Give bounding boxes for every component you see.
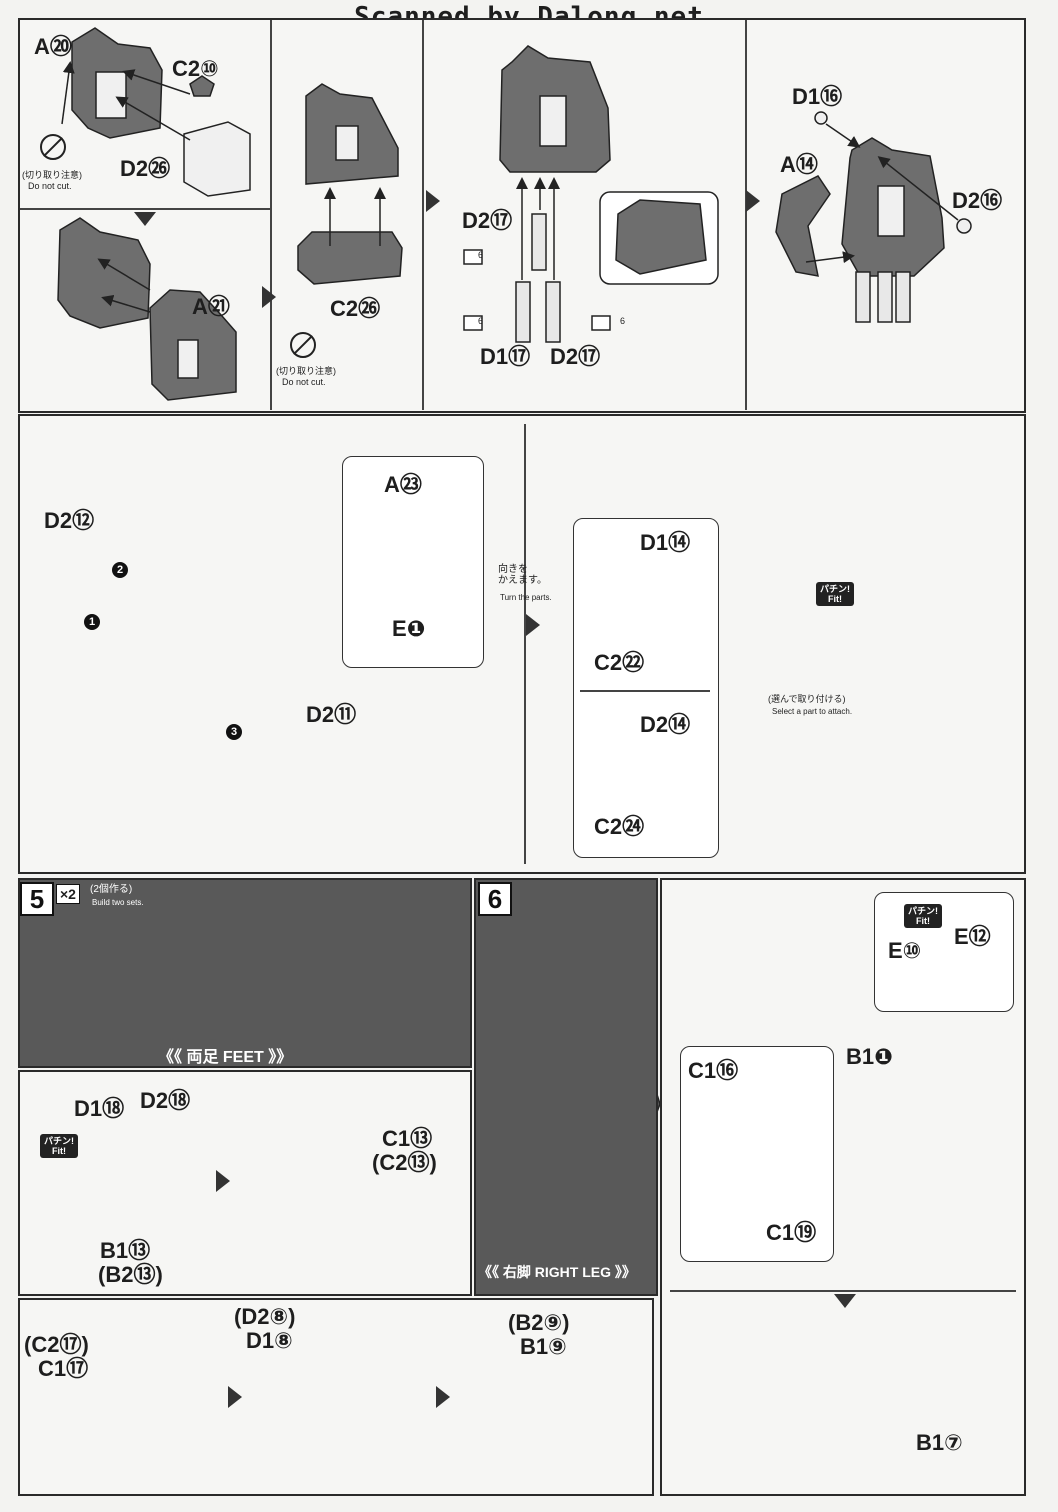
part-label: C2⑩ xyxy=(172,56,219,81)
right-arrow-icon xyxy=(436,1386,450,1408)
feet-banner: 《《 両足 FEET 》》 xyxy=(158,1049,293,1066)
part-label: C2㉖ xyxy=(330,296,381,321)
part-label: (D2⑧) xyxy=(234,1304,296,1329)
divider xyxy=(745,20,747,410)
part-label: C1⑲ xyxy=(766,1220,817,1245)
part-label: D2⑰ xyxy=(462,208,513,233)
part-label: A⑭ xyxy=(780,152,818,177)
callout-bubble xyxy=(342,456,484,668)
select-note-jp: (選んで取り付ける) xyxy=(768,694,846,704)
part-label: D1⑯ xyxy=(792,84,843,109)
hand-options-box xyxy=(573,518,719,858)
part-label: (B2⑨) xyxy=(508,1310,570,1335)
part-label: E⑫ xyxy=(954,924,991,949)
select-note-en: Select a part to attach. xyxy=(772,707,853,716)
cut-note-jp: (切り取り注意) xyxy=(22,170,82,180)
right-arrow-icon xyxy=(228,1386,242,1408)
right-arrow-icon xyxy=(526,614,540,636)
right-arrow-icon xyxy=(216,1170,230,1192)
step-number-badge: 6 xyxy=(478,882,512,916)
step5-header-panel xyxy=(18,878,472,1068)
part-label: D2㉖ xyxy=(120,156,171,181)
cut-note-jp: (切り取り注意) xyxy=(276,366,336,376)
step-number: 3 xyxy=(226,724,242,740)
divider xyxy=(270,20,272,410)
part-label: C1⑬ xyxy=(382,1126,433,1151)
divider xyxy=(670,1290,1016,1292)
part-label: D1⑧ xyxy=(246,1328,293,1353)
right-leg-banner: 《《 右脚 RIGHT LEG 》》 xyxy=(478,1264,636,1280)
fit-badge: パチン! Fit! xyxy=(40,1134,78,1158)
part-label: B1⑬ xyxy=(100,1238,151,1263)
part-label: D2⑱ xyxy=(140,1088,191,1113)
count-badge: 6 xyxy=(620,316,626,326)
part-label: B1❶ xyxy=(846,1044,893,1069)
step-number: 2 xyxy=(112,562,128,578)
step5-parts-panel xyxy=(18,1070,472,1296)
part-label: D2⑯ xyxy=(952,188,1003,213)
part-label: (C2⑬) xyxy=(372,1150,437,1175)
step-number-badge: 5 xyxy=(20,882,54,916)
count-badge: 6 xyxy=(478,316,484,326)
part-label: C1⑯ xyxy=(688,1058,739,1083)
divider xyxy=(422,20,424,410)
part-label: C1⑰ xyxy=(38,1356,89,1381)
right-arrow-icon xyxy=(426,190,440,212)
part-label: A⑳ xyxy=(34,34,72,59)
part-label: D2⑰ xyxy=(550,344,601,369)
do-not-cut-icon xyxy=(290,332,316,358)
right-arrow-icon xyxy=(746,190,760,212)
divider xyxy=(20,208,270,210)
middle-panel xyxy=(18,414,1026,874)
part-label: A㉑ xyxy=(192,294,230,319)
turn-note-jp: 向きを かえます。 xyxy=(498,564,547,586)
part-label: D2⑫ xyxy=(44,508,95,533)
divider xyxy=(524,424,526,864)
fit-badge: パチン! Fit! xyxy=(904,904,942,928)
cut-note-en: Do not cut. xyxy=(28,181,72,191)
step-number: 1 xyxy=(84,614,100,630)
part-label: C2㉔ xyxy=(594,814,645,839)
part-label: E⑩ xyxy=(888,938,922,963)
turn-note-en: Turn the parts. xyxy=(500,593,552,602)
part-label: D1⑰ xyxy=(480,344,531,369)
part-label: D1⑭ xyxy=(640,530,691,555)
step6-panel xyxy=(474,878,658,1296)
build-note-jp: (2個作る) xyxy=(90,884,133,895)
count-badge: 6 xyxy=(478,250,484,260)
part-label: D2⑪ xyxy=(306,702,357,727)
x2-badge: ×2 xyxy=(56,884,80,904)
do-not-cut-icon xyxy=(40,134,66,160)
step5-bottom-panel xyxy=(18,1298,654,1496)
part-label: A㉓ xyxy=(384,472,422,497)
build-note-en: Build two sets. xyxy=(92,898,144,907)
cut-note-en: Do not cut. xyxy=(282,377,326,387)
part-label: B1⑨ xyxy=(520,1334,567,1359)
part-label: D2⑭ xyxy=(640,712,691,737)
part-label: D1⑱ xyxy=(74,1096,125,1121)
down-arrow-icon xyxy=(834,1294,856,1308)
divider xyxy=(580,690,710,692)
callout-bubble xyxy=(874,892,1014,1012)
part-label: B1⑦ xyxy=(916,1430,963,1455)
down-arrow-icon xyxy=(134,212,156,226)
part-label: E❶ xyxy=(392,616,426,641)
fit-badge: パチン! Fit! xyxy=(816,582,854,606)
right-arrow-icon xyxy=(262,286,276,308)
part-label: C2㉒ xyxy=(594,650,645,675)
part-label: (C2⑰) xyxy=(24,1332,89,1357)
callout-bubble xyxy=(680,1046,834,1262)
part-label: (B2⑬) xyxy=(98,1262,163,1287)
